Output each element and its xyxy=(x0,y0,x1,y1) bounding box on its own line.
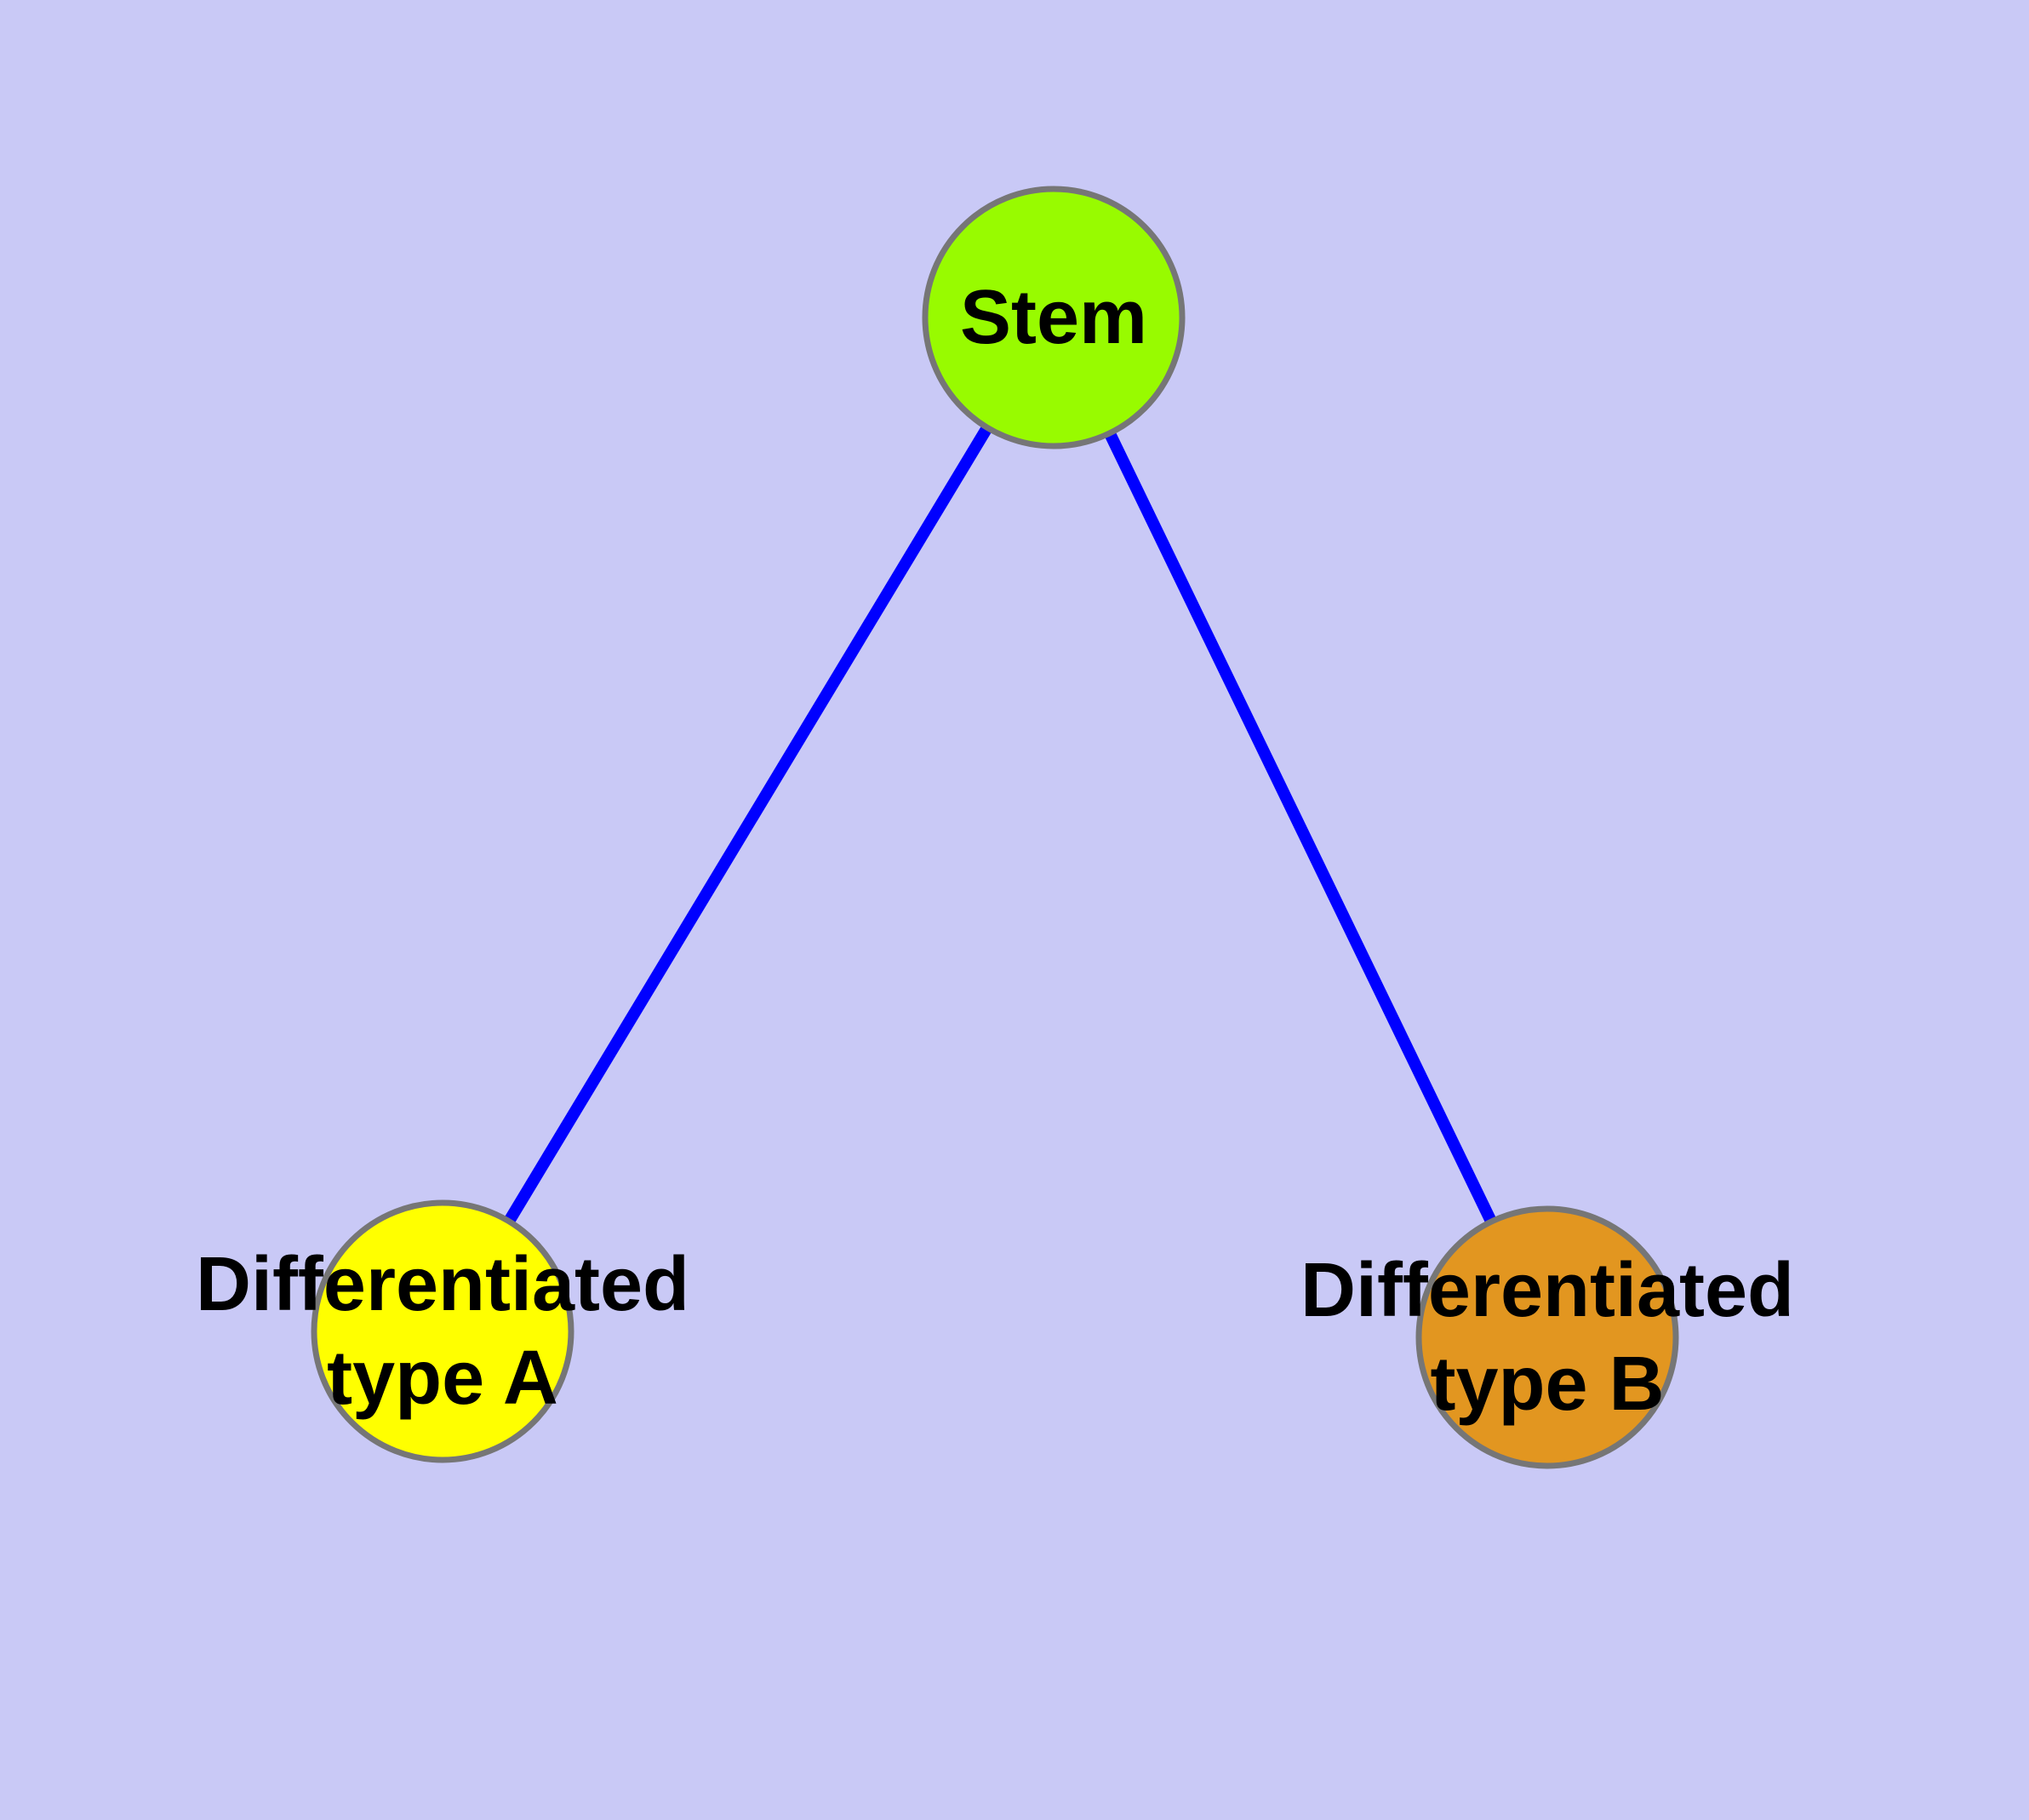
node-stem xyxy=(922,186,1186,449)
node-stem-label-line-1: Stem xyxy=(960,275,1147,360)
nodes-layer xyxy=(311,186,1679,1469)
node-differentiated-type-a-label: Differentiated type A xyxy=(196,1242,689,1421)
edge-stem-to-differentiated-type-a xyxy=(437,314,1059,1335)
node-differentiated-type-b-label-line-2: type B xyxy=(1430,1342,1664,1427)
node-differentiated-type-a-label-line-1: Differentiated xyxy=(196,1242,689,1327)
node-differentiated-type-b-label-line-1: Differentiated xyxy=(1300,1248,1794,1333)
node-differentiated-type-b xyxy=(1415,1205,1679,1469)
node-stem-label: Stem xyxy=(960,275,1147,360)
node-differentiated-type-b-label: Differentiated type B xyxy=(1300,1248,1794,1427)
edge-stem-to-differentiated-type-b xyxy=(1048,314,1553,1341)
node-differentiated-type-a xyxy=(311,1199,574,1463)
node-differentiated-type-a-label-line-2: type A xyxy=(327,1336,558,1421)
edges-layer xyxy=(437,314,1553,1341)
